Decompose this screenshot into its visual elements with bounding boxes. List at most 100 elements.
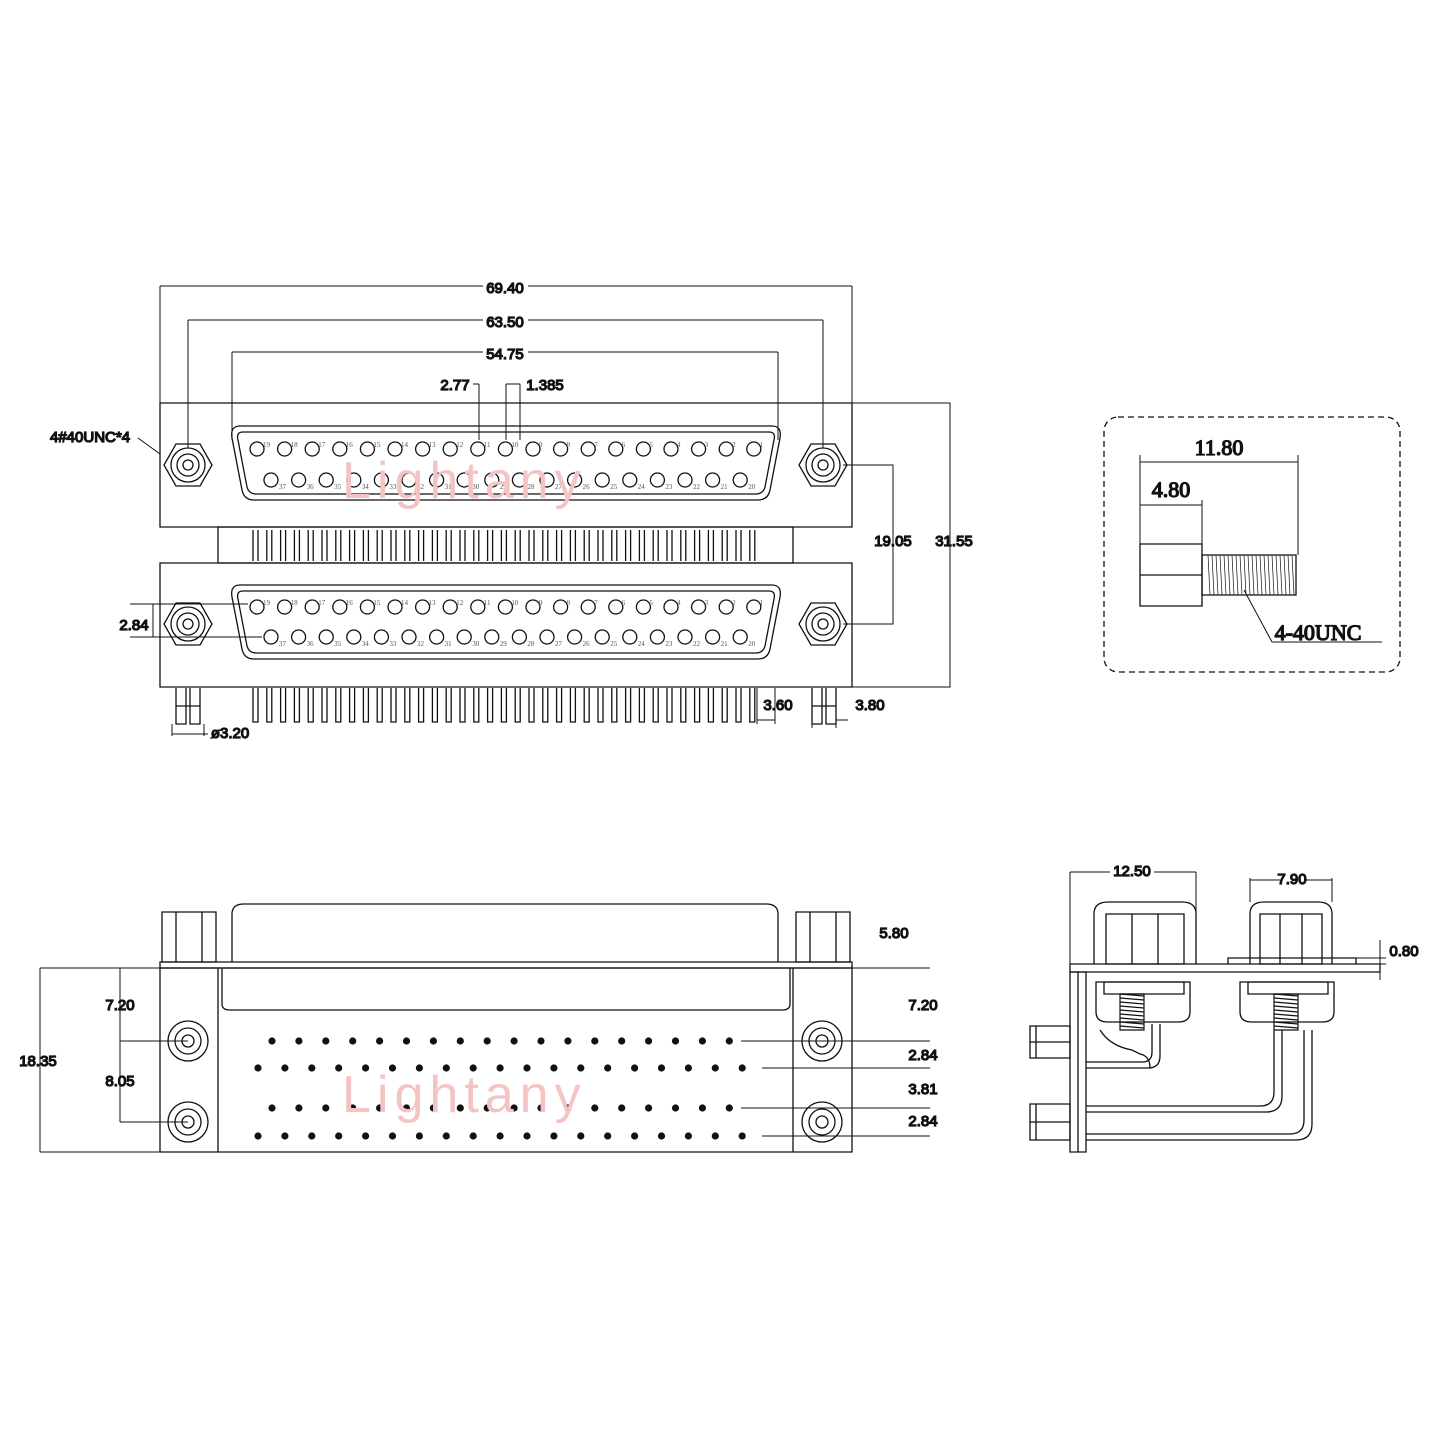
dim-screw-length: 11.80: [1195, 435, 1244, 460]
pin-7: [581, 442, 595, 456]
screw-detail: 11.80 4.80 4-40UNC: [1104, 417, 1400, 672]
tail-3: [1086, 1024, 1160, 1068]
pin-label: 23: [665, 640, 673, 648]
pin-24: [623, 473, 637, 487]
top-dsub-shell-inner: [238, 432, 775, 494]
pcb-hole: [564, 1104, 572, 1112]
pin-label: 6: [622, 599, 626, 607]
bottom-dsub-shell: [232, 585, 781, 659]
pin-4: [664, 600, 678, 614]
pin-label: 28: [527, 483, 535, 491]
pin-label: 24: [638, 483, 646, 491]
pcb-hole-pattern: [254, 1037, 746, 1140]
pcb-hole: [711, 1132, 719, 1140]
pin-label: 26: [583, 640, 591, 648]
pin-34: [347, 473, 361, 487]
pcb-hole: [402, 1104, 411, 1112]
pin-label: 18: [291, 441, 299, 449]
pcb-hole: [604, 1132, 612, 1140]
pin-24: [623, 630, 637, 644]
comb-middle: [253, 530, 755, 561]
pcb-hole: [725, 1037, 733, 1045]
pcb-hole: [429, 1104, 437, 1112]
pin-label: 11: [484, 441, 491, 449]
pin-37: [264, 630, 278, 644]
pcb-hole: [429, 1037, 437, 1045]
pin-14: [388, 442, 402, 456]
pcb-hole: [550, 1064, 558, 1072]
pcb-hole: [577, 1132, 585, 1140]
pin-label: 26: [583, 483, 591, 491]
pin-label: 12: [456, 441, 464, 449]
pcb-hole: [684, 1132, 693, 1140]
watermark-top: Lightany: [342, 452, 587, 510]
pcb-hole: [537, 1104, 545, 1112]
hex-standoff-bottom-left: [164, 603, 212, 645]
pin-label: 18: [291, 599, 299, 607]
dim-mount-spacing: 63.50: [486, 314, 524, 331]
pcb-hole: [376, 1104, 384, 1112]
pcb-hole: [322, 1104, 330, 1112]
dim-port-spacing: 19.05: [874, 533, 912, 550]
pin-5: [636, 600, 650, 614]
pin-2: [719, 442, 733, 456]
pin-18: [278, 600, 292, 614]
pin-label: 11: [484, 599, 491, 607]
dim-pin-pitch: 2.77: [440, 377, 469, 394]
board-lock-left: [176, 688, 200, 724]
pcb-hole: [442, 1064, 450, 1072]
pin-13: [416, 442, 430, 456]
tail-1: [1086, 1030, 1312, 1140]
bottom-dimension-lines: [40, 968, 930, 1152]
pin-label: 30: [472, 483, 480, 491]
front-view: 69.40 63.50 54.75 2.77 1.385 4#40UNC*4 1…: [49, 279, 973, 742]
pin-9: [526, 600, 540, 614]
dim-shell-width: 54.75: [486, 346, 524, 363]
pin-label: 12: [456, 599, 464, 607]
pcb-tails: [253, 688, 755, 722]
tail-4: [1100, 1030, 1150, 1068]
pin-35: [319, 473, 333, 487]
pin-label: 33: [389, 483, 397, 491]
pin-37: [264, 473, 278, 487]
pin-20: [733, 630, 747, 644]
pcb-hole: [469, 1064, 477, 1072]
mount-hole-right-bottom: [802, 1102, 842, 1142]
pcb-hole: [738, 1132, 746, 1140]
pin-label: 3: [705, 599, 709, 607]
pin-label: 4: [677, 441, 681, 449]
pin-label: 1: [760, 599, 764, 607]
bottom-dsub-shell-inner: [238, 591, 775, 653]
pcb-hole: [523, 1064, 531, 1072]
standoff-top-right: [796, 912, 850, 962]
pin-7: [581, 600, 595, 614]
pin-label: 35: [334, 640, 342, 648]
pin-label: 2: [732, 441, 736, 449]
pcb-hole: [388, 1064, 397, 1072]
pin-label: 17: [318, 599, 326, 607]
pin-label: 36: [307, 640, 315, 648]
pin-label: 34: [362, 483, 370, 491]
pin-label: 27: [555, 483, 563, 491]
pin-label: 13: [429, 441, 437, 449]
pin-label: 36: [307, 483, 315, 491]
dim-shell-height: 5.80: [879, 925, 908, 942]
pin-19: [250, 442, 264, 456]
pcb-hole: [645, 1104, 653, 1112]
dim-total-height: 31.55: [935, 533, 973, 550]
pin-label: 32: [417, 483, 425, 491]
dim-thread-note: 4#40UNC*4: [50, 429, 130, 446]
dim-row-offset: 2.84: [119, 617, 148, 634]
pin-label: 3: [705, 441, 709, 449]
pin-label: 15: [373, 441, 381, 449]
pin-label: 25: [610, 640, 618, 648]
pin-5: [636, 442, 650, 456]
pcb-hole: [388, 1132, 397, 1140]
pin-31: [430, 630, 444, 644]
pin-33: [374, 630, 388, 644]
hex-standoff-bottom-right: [799, 603, 847, 645]
pin-10: [498, 600, 512, 614]
front-dimension-lines: [130, 286, 950, 736]
